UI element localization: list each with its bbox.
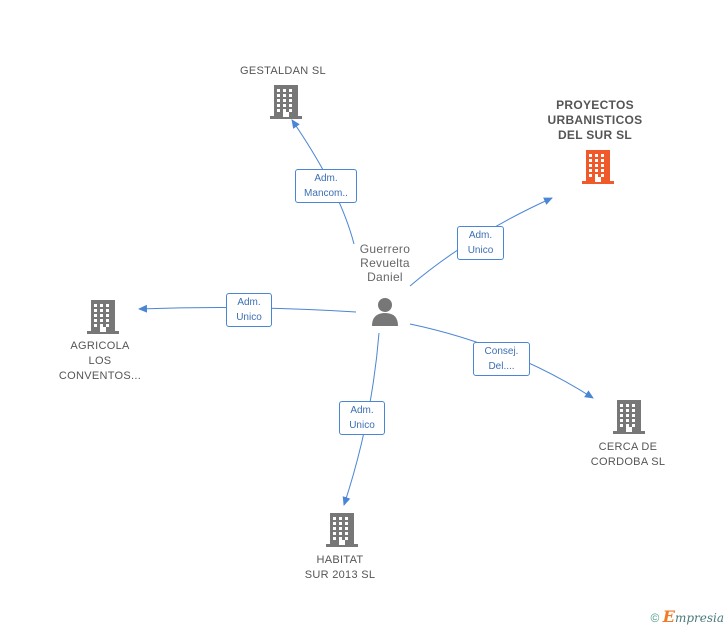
building-icon[interactable]	[87, 300, 119, 334]
building-icon[interactable]	[270, 85, 302, 119]
node-label-gestaldan: GESTALDAN SL	[240, 65, 326, 77]
node-label-agricola: AGRICOLA LOS CONVENTOS...	[58, 340, 142, 382]
edge-label-agricola[interactable]: Adm. Unico	[226, 293, 272, 327]
copyright-symbol: ©	[650, 611, 660, 625]
person-icon[interactable]	[370, 296, 400, 326]
node-label-cerca: CERCA DE CORDOBA SL	[590, 441, 666, 468]
building-icon[interactable]	[582, 150, 614, 184]
building-icon[interactable]	[613, 400, 645, 434]
edge-label-cerca[interactable]: Consej. Del....	[473, 342, 530, 376]
building-icon[interactable]	[326, 513, 358, 547]
edge-label-habitat[interactable]: Adm. Unico	[339, 401, 385, 435]
brand-name: mpresia	[674, 611, 724, 625]
edge-label-gestaldan[interactable]: Adm. Mancom..	[295, 169, 357, 203]
brand-initial: E	[662, 607, 675, 626]
footer-brand: © Empresia	[651, 607, 724, 626]
center-person-label: Guerrero Revuelta Daniel	[359, 242, 411, 284]
edge-label-proyectos[interactable]: Adm. Unico	[457, 226, 504, 260]
node-label-proyectos: PROYECTOS URBANISTICOS DEL SUR SL	[547, 98, 643, 142]
node-label-habitat: HABITAT SUR 2013 SL	[304, 554, 376, 581]
